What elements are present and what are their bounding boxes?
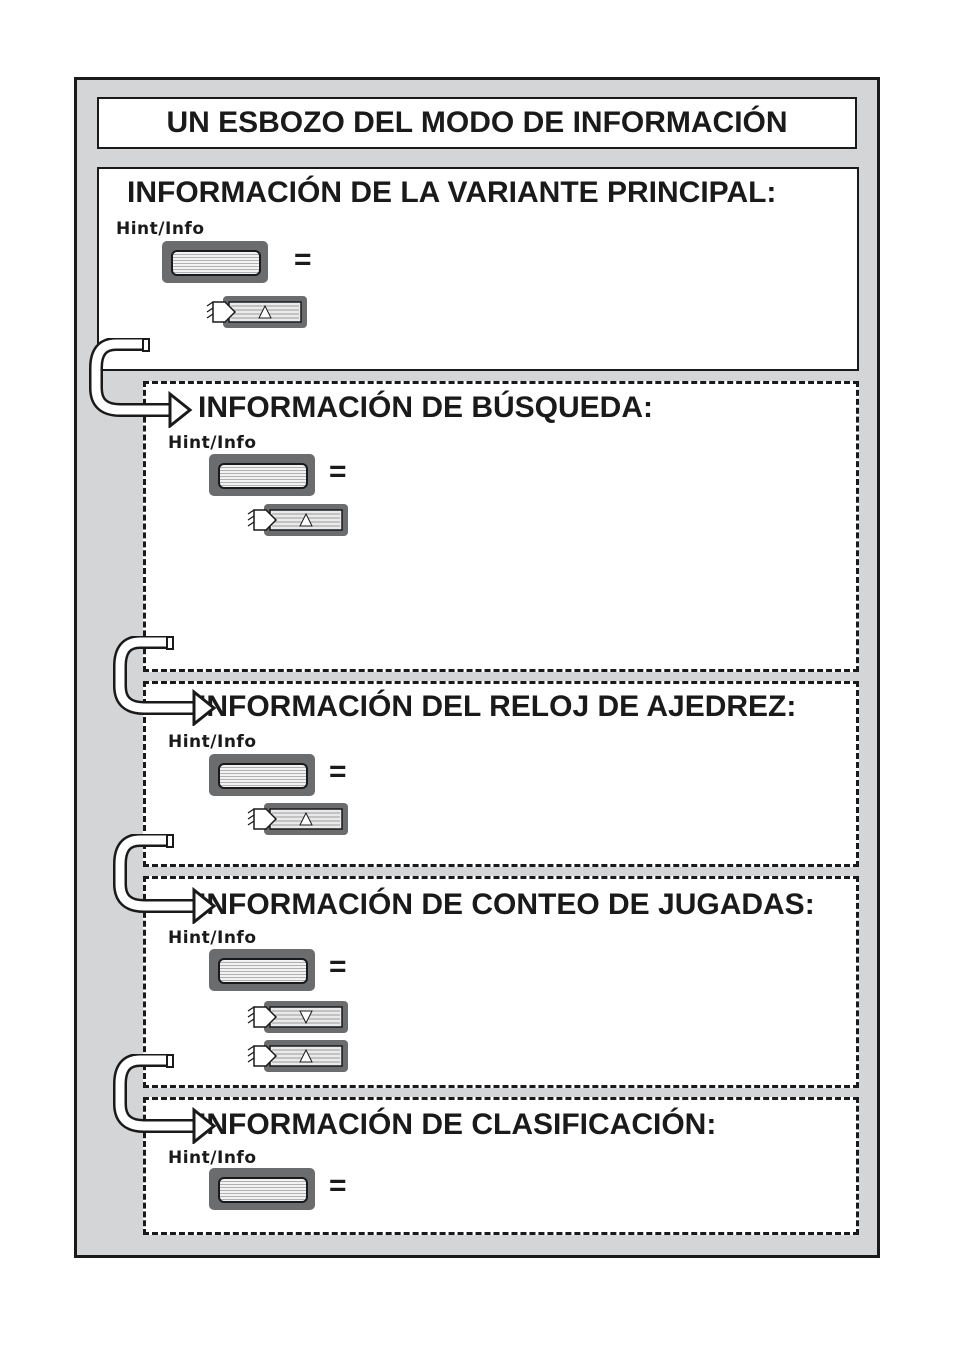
hint-info-button[interactable] [209,1168,315,1210]
equals-sign: = [329,755,347,788]
hint-info-button[interactable] [209,454,315,496]
press-up-key[interactable] [246,801,358,839]
up-arrow-icon [247,1040,348,1072]
equals-sign: = [294,243,312,276]
flow-arrow-icon [113,834,217,924]
hint-info-label: Hint/Info [168,732,257,752]
up-arrow-icon [206,296,307,328]
hint-info-label: Hint/Info [168,433,257,453]
page-title: UN ESBOZO DEL MODO DE INFORMACIÓN [97,97,857,149]
flow-arrow-icon [113,1054,217,1144]
section-title: INFORMACIÓN DE LA VARIANTE PRINCIPAL: [127,176,777,209]
down-arrow-icon [247,1001,348,1033]
press-up-key[interactable] [246,1038,358,1076]
hint-info-label: Hint/Info [168,928,257,948]
section-rating [143,1097,859,1235]
press-up-key[interactable] [246,502,358,540]
press-up-key[interactable] [205,294,317,332]
equals-sign: = [329,950,347,983]
section-title: INFORMACIÓN DE CLASIFICACIÓN: [198,1108,717,1141]
hint-info-button[interactable] [209,949,315,991]
up-arrow-icon [247,803,348,835]
hint-info-label: Hint/Info [168,1148,257,1168]
press-down-key[interactable] [246,999,358,1037]
flow-arrow-icon [89,338,193,428]
flow-arrow-icon [113,636,217,726]
equals-sign: = [329,455,347,488]
equals-sign: = [329,1169,347,1202]
section-title: INFORMACIÓN DE CONTEO DE JUGADAS: [198,888,815,921]
up-arrow-icon [247,504,348,536]
hint-info-button[interactable] [162,241,268,283]
hint-info-button[interactable] [209,754,315,796]
section-title: INFORMACIÓN DEL RELOJ DE AJEDREZ: [198,690,797,723]
hint-info-label: Hint/Info [116,219,205,239]
section-title: INFORMACIÓN DE BÚSQUEDA: [198,391,653,424]
